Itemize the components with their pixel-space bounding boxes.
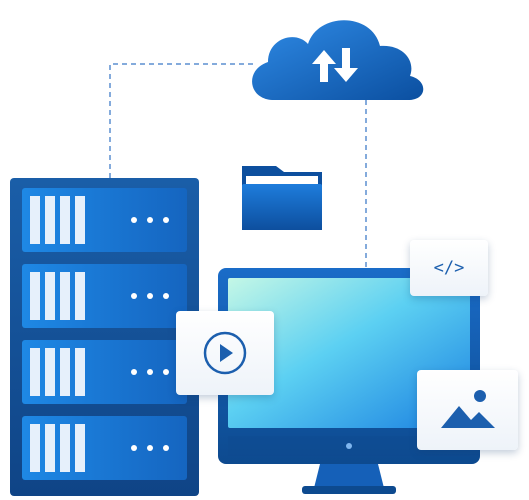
server-unit (22, 188, 187, 252)
monitor (218, 268, 480, 494)
code-card: </> (410, 240, 488, 296)
dashed-connector-server-cloud (109, 63, 256, 178)
image-icon (441, 390, 495, 428)
monitor-neck (314, 464, 384, 488)
monitor-screen (228, 278, 470, 428)
folder-icon (242, 166, 322, 230)
monitor-base (302, 486, 396, 494)
monitor-power-led (346, 443, 352, 449)
server-unit (22, 264, 187, 328)
server-unit (22, 340, 187, 404)
play-icon (203, 331, 247, 375)
code-icon: </> (433, 258, 465, 278)
server-rack (10, 178, 199, 496)
server-unit (22, 416, 187, 480)
image-card (417, 370, 518, 450)
video-card (176, 311, 274, 395)
cloud-sync-icon (252, 20, 424, 101)
